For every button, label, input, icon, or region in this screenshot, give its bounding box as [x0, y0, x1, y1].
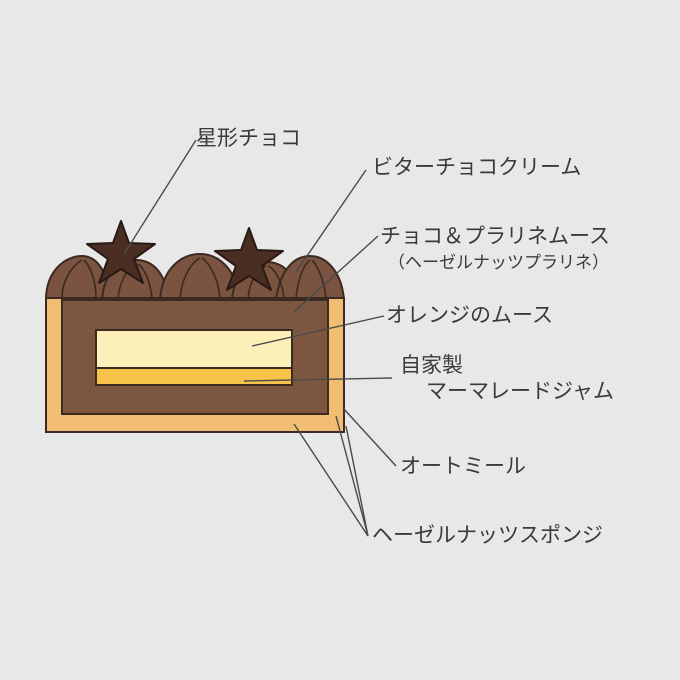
leader-oatmeal: [342, 407, 397, 467]
leader-sponge-c: [345, 425, 369, 537]
star-chocolate: [214, 227, 284, 291]
label-homemade: 自家製: [400, 353, 463, 377]
leader-lines: [123, 139, 397, 537]
label-star-choco: 星形チョコ: [196, 126, 301, 150]
label-marmalade: マーマレードジャム: [426, 379, 614, 403]
leader-sponge-b: [335, 415, 369, 537]
orange-mousse-layer: [95, 329, 293, 369]
leader-star-choco: [123, 139, 197, 255]
cream-mound: [274, 254, 346, 301]
label-bitter-cream: ビターチョコクリーム: [372, 155, 582, 179]
leader-orange-mousse: [251, 315, 385, 347]
leader-bitter-cream: [295, 169, 367, 273]
leader-sponge-a: [293, 423, 369, 537]
label-praline-mousse: チョコ＆プラリネムース: [380, 224, 610, 248]
star-chocolate: [86, 220, 156, 284]
label-hazelnut-sponge: ヘーゼルナッツスポンジ: [372, 523, 603, 547]
cream-swirls: [61, 257, 327, 299]
leader-praline-mousse: [293, 235, 379, 313]
label-oatmeal: オートミール: [400, 454, 526, 478]
label-orange-mousse: オレンジのムース: [386, 303, 553, 327]
leader-marmalade: [243, 377, 393, 382]
marmalade-layer: [95, 367, 293, 386]
label-praline-sub: （ヘーゼルナッツプラリネ）: [388, 253, 609, 273]
